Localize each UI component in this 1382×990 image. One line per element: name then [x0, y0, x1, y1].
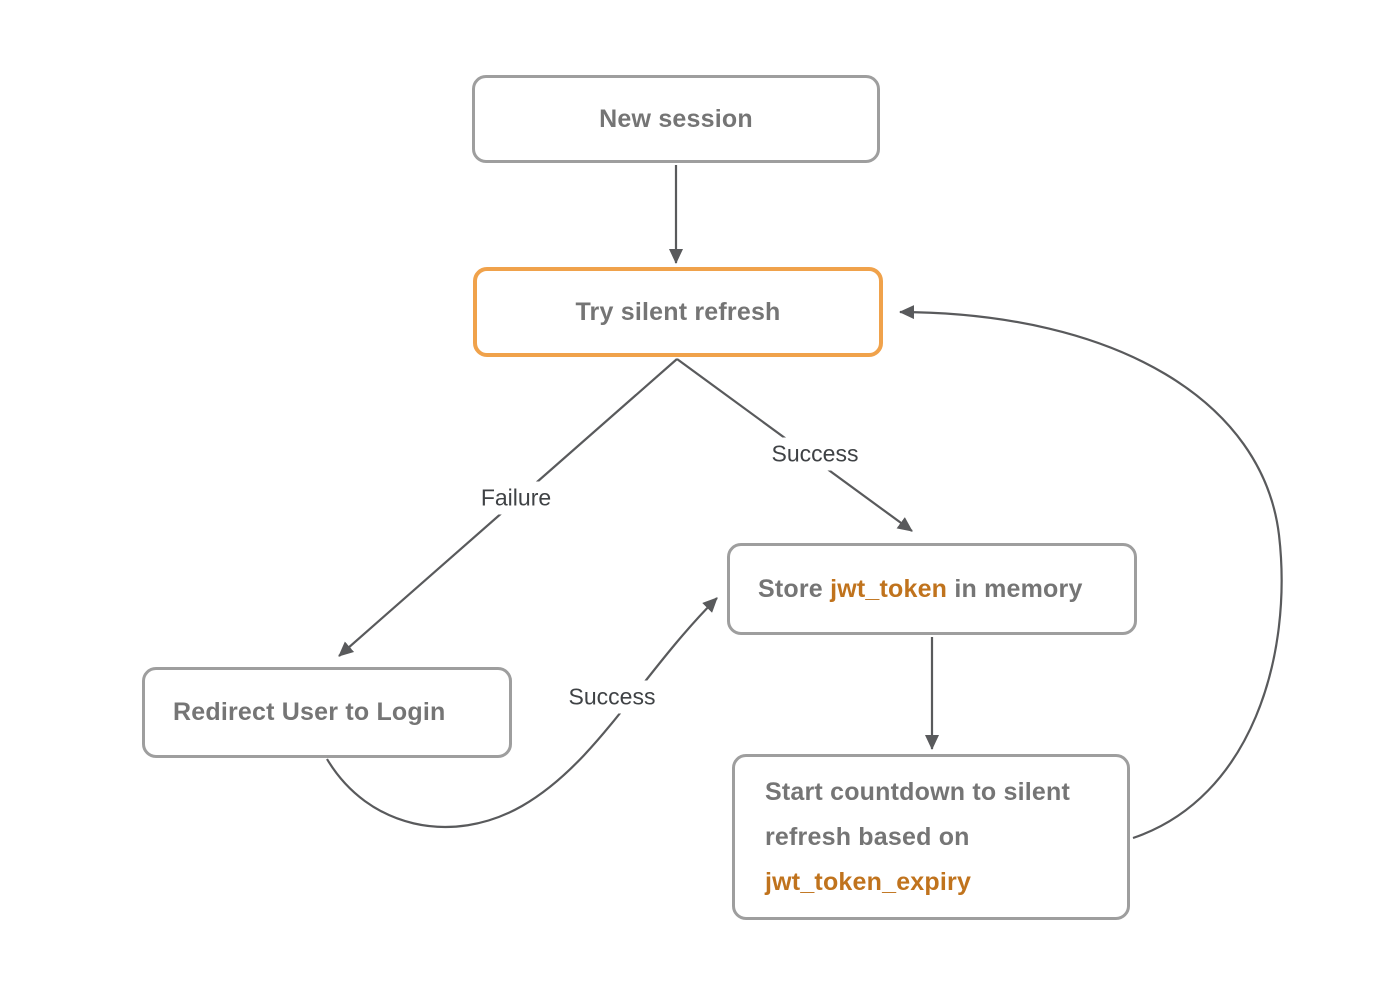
edge-label-success-login: Success	[559, 680, 665, 714]
node-redirect-login[interactable]: Redirect User to Login	[142, 667, 512, 758]
countdown-line-2: refresh based on	[765, 822, 970, 851]
store-token-text-pre: Store	[758, 574, 831, 603]
node-try-silent-refresh[interactable]: Try silent refresh	[473, 267, 883, 357]
node-try-silent-refresh-label: Try silent refresh	[575, 297, 781, 326]
store-token-variable: jwt_token	[830, 574, 948, 603]
node-store-token[interactable]: Store jwt_token in memory	[727, 543, 1137, 635]
node-new-session-label: New session	[599, 104, 753, 133]
countdown-variable: jwt_token_expiry	[765, 867, 972, 896]
store-token-text-post: in memory	[947, 574, 1083, 603]
countdown-line-1: Start countdown to silent	[765, 777, 1070, 806]
edge-label-failure: Failure	[471, 481, 561, 515]
node-store-token-label: Store jwt_token in memory	[758, 575, 1083, 604]
node-new-session[interactable]: New session	[472, 75, 880, 163]
node-redirect-login-label: Redirect User to Login	[173, 698, 446, 726]
edge-label-success-refresh: Success	[762, 437, 868, 471]
node-start-countdown-label: Start countdown to silent refresh based …	[765, 770, 1070, 905]
node-start-countdown[interactable]: Start countdown to silent refresh based …	[732, 754, 1130, 920]
